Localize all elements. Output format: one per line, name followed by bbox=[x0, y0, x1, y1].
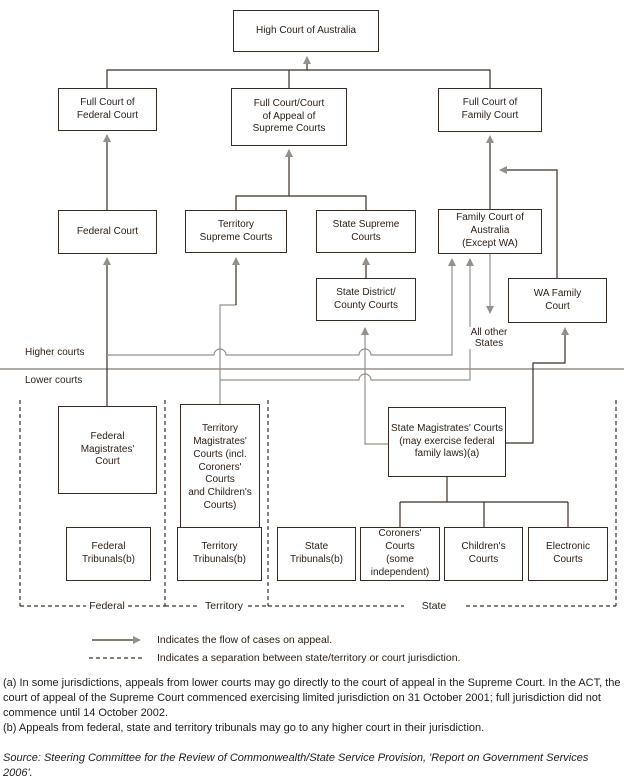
footnotes: (a) In some jurisdictions, appeals from … bbox=[3, 676, 621, 780]
box-coroners-courts: Coroners' Courts (some independent) bbox=[360, 527, 440, 581]
label-higher-courts: Higher courts bbox=[25, 347, 85, 358]
box-childrens-courts: Children's Courts bbox=[444, 527, 523, 581]
legend-dashed-line-text: Indicates a separation between state/ter… bbox=[157, 652, 461, 664]
arrow-wa-family-join bbox=[499, 166, 558, 278]
connector-state-magistrates-subtree bbox=[399, 477, 569, 527]
label-section-state: State bbox=[414, 600, 454, 612]
label-lower-courts: Lower courts bbox=[25, 375, 83, 386]
box-state-tribunals: State Tribunals(b) bbox=[277, 527, 356, 581]
connector-supreme-courts-tree bbox=[235, 195, 367, 210]
box-electronic-courts: Electronic Courts bbox=[528, 527, 608, 581]
legend-appeal-arrow-text: Indicates the flow of cases on appeal. bbox=[157, 634, 333, 646]
box-state-supreme-courts: State Supreme Courts bbox=[316, 210, 416, 253]
box-full-court-of-federal-court: Full Court of Federal Court bbox=[58, 88, 157, 131]
box-full-court-court-of-appeal-supreme: Full Court/Court of Appeal of Supreme Co… bbox=[231, 88, 347, 146]
footnote-a: (a) In some jurisdictions, appeals from … bbox=[3, 677, 621, 719]
box-full-court-of-family-court: Full Court of Family Court bbox=[438, 88, 542, 132]
box-federal-tribunals: Federal Tribunals(b) bbox=[66, 527, 151, 581]
box-territory-magistrates-courts: Territory Magistrates' Courts (incl. Cor… bbox=[180, 404, 260, 532]
arrow-state-magistrates-to-district bbox=[361, 327, 388, 445]
connector-high-court-tree bbox=[106, 69, 491, 88]
box-federal-court: Federal Court bbox=[58, 210, 157, 254]
label-all-other-states: All other States bbox=[460, 327, 518, 349]
source-citation: Source: Steering Committee for the Revie… bbox=[3, 752, 589, 779]
box-state-magistrates-courts: State Magistrates' Courts (may exercise … bbox=[388, 407, 506, 477]
box-territory-supreme-courts: Territory Supreme Courts bbox=[185, 210, 287, 253]
label-section-federal: Federal bbox=[89, 600, 125, 612]
label-section-territory: Territory bbox=[203, 600, 245, 612]
footnote-b: (b) Appeals from federal, state and terr… bbox=[3, 722, 485, 734]
box-high-court-of-australia: High Court of Australia bbox=[233, 10, 379, 52]
box-territory-tribunals: Territory Tribunals(b) bbox=[177, 527, 262, 581]
box-state-district-county-courts: State District/ County Courts bbox=[316, 278, 416, 321]
box-federal-magistrates-court: Federal Magistrates' Court bbox=[58, 406, 157, 494]
arrow-state-magistrates-to-wa-family bbox=[506, 327, 569, 444]
box-family-court-of-australia: Family Court of Australia (Except WA) bbox=[438, 209, 542, 254]
appeal-line-federal-mag-to-family-court bbox=[107, 258, 456, 356]
connector-territory-magistrates-jog bbox=[219, 304, 236, 404]
box-wa-family-court: WA Family Court bbox=[508, 278, 607, 323]
appeal-line-territory-mag-to-family-court bbox=[220, 258, 474, 381]
